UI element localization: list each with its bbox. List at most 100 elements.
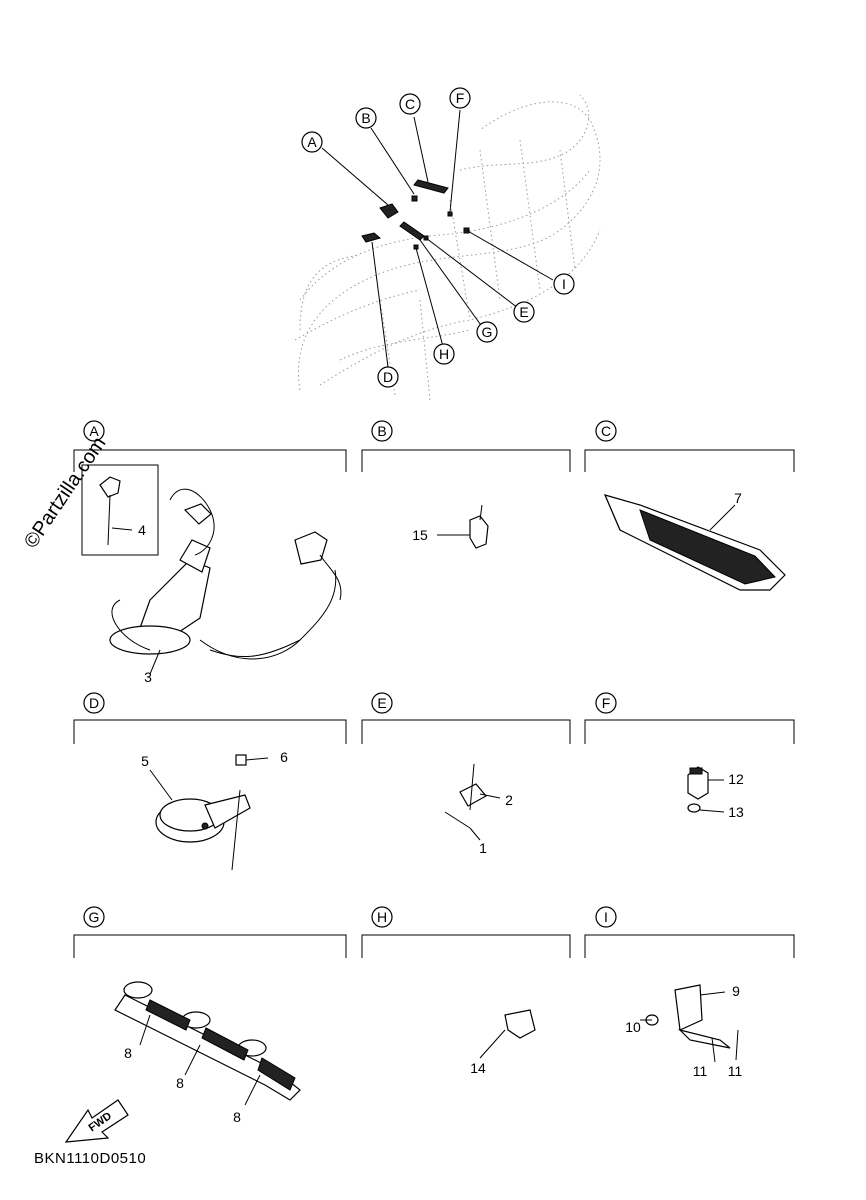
part-number-labels: 4 3 15 7 5 6 2 1 12 13 8 8 8 14 9 10 11 11 [124, 490, 744, 1125]
part-number-7: 7 [734, 490, 742, 506]
callout-circle [355, 107, 377, 129]
part-number-13: 13 [728, 804, 744, 820]
callout-h: H [433, 343, 455, 365]
panel-frame-g [73, 934, 347, 958]
callout-circle [553, 273, 575, 295]
panel-i-parts [640, 984, 739, 1063]
part-number-1: 1 [479, 840, 487, 856]
panel-frame-h [361, 934, 571, 958]
part-number-8: 8 [176, 1075, 184, 1091]
callout-letter: G [482, 324, 493, 340]
panel-header-e: E [371, 692, 393, 714]
panel-letter: D [89, 695, 99, 711]
panel-a-parts [81, 464, 342, 675]
panel-header-d: D [83, 692, 105, 714]
panel-circle [371, 906, 393, 928]
panel-circle [83, 906, 105, 928]
callout-circle [377, 366, 399, 388]
part-number-9: 9 [732, 983, 740, 999]
panel-letters: A B C D E F G H I [83, 420, 617, 928]
panel-circle [595, 692, 617, 714]
panel-header-i: I [595, 906, 617, 928]
panel-header-g: G [83, 906, 105, 928]
inset-box [81, 464, 159, 556]
overview-motorcycle [294, 94, 601, 401]
panel-circle [595, 906, 617, 928]
panel-letter: B [377, 423, 386, 439]
panel-frame-f [584, 719, 795, 744]
callout-d: D [377, 366, 399, 388]
callout-letter: C [405, 96, 415, 112]
part-number-11: 11 [728, 1063, 743, 1079]
callout-i: I [553, 273, 575, 295]
part-number-11: 11 [693, 1063, 708, 1079]
callout-letter: A [307, 134, 317, 150]
part-number-5: 5 [141, 753, 149, 769]
part-number-8: 8 [124, 1045, 132, 1061]
panel-frame-b [361, 449, 571, 472]
panel-h-parts [479, 1009, 536, 1059]
part-number-3: 3 [144, 669, 152, 685]
panel-f-parts [687, 766, 725, 813]
callout-circle [449, 87, 471, 109]
panel-circle [595, 420, 617, 442]
panel-e-parts [444, 763, 501, 841]
panel-circle [83, 420, 105, 442]
panel-header-a: A [83, 420, 105, 442]
panel-circle [371, 692, 393, 714]
overview-leaders [321, 109, 554, 368]
panel-letter: G [89, 909, 100, 925]
panel-header-b: B [371, 420, 393, 442]
panel-g-parts [114, 981, 301, 1106]
panel-letter: F [602, 695, 611, 711]
diagram-code: BKN1110D0510 [34, 1150, 147, 1167]
callout-b: B [355, 107, 377, 129]
panel-letter: E [377, 695, 386, 711]
panel-frame-i [584, 934, 795, 958]
part-number-12: 12 [728, 771, 744, 787]
panel-circle [83, 692, 105, 714]
callout-g: G [476, 321, 498, 343]
panel-frame-d [73, 719, 347, 744]
callout-circle [433, 343, 455, 365]
panel-header-c: C [595, 420, 617, 442]
panel-frame-c [584, 449, 795, 472]
panel-letter: H [377, 909, 387, 925]
part-number-14: 14 [470, 1060, 486, 1076]
panel-frames [73, 449, 795, 958]
callout-letter: F [456, 90, 465, 106]
callout-letter: B [361, 110, 370, 126]
panel-letter: I [604, 909, 608, 925]
part-number-2: 2 [505, 792, 513, 808]
panel-frame-e [361, 719, 571, 744]
callout-circle [513, 301, 535, 323]
panel-header-f: F [595, 692, 617, 714]
callout-circle [301, 131, 323, 153]
panel-letter: A [89, 423, 99, 439]
part-number-15: 15 [412, 527, 428, 543]
fwd-arrow-icon: FWD [64, 1099, 129, 1143]
callout-circle [399, 93, 421, 115]
panel-circle [371, 420, 393, 442]
panel-letter: C [601, 423, 611, 439]
part-number-4: 4 [138, 522, 146, 538]
callout-e: E [513, 301, 535, 323]
panel-header-h: H [371, 906, 393, 928]
part-number-8: 8 [233, 1109, 241, 1125]
panel-b-parts [437, 504, 489, 549]
callout-a: A [301, 131, 323, 153]
overview-callouts: A B C F I E G H D [301, 87, 575, 388]
part-number-10: 10 [625, 1019, 641, 1035]
callout-f: F [449, 87, 471, 109]
panel-c-parts [603, 494, 786, 591]
panel-d-parts [149, 754, 269, 871]
callout-c: C [399, 93, 421, 115]
callout-circle [476, 321, 498, 343]
callout-letter: I [562, 276, 566, 292]
callout-letter: D [383, 369, 393, 385]
part-number-6: 6 [280, 749, 288, 765]
panel-frame-a [73, 449, 347, 472]
callout-letter: E [519, 304, 528, 320]
callout-letter: H [439, 346, 449, 362]
